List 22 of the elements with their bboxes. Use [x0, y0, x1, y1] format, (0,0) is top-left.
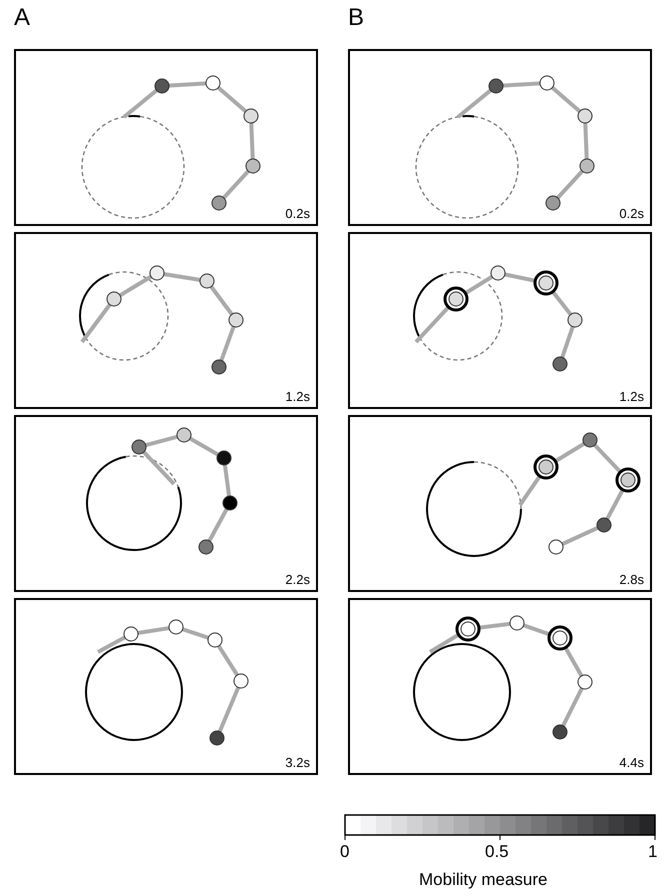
image-panel — [14, 49, 318, 226]
tick-label: 0 — [340, 842, 350, 862]
panel-letter: B — [348, 4, 364, 32]
time-label: 3.2s — [285, 755, 310, 770]
tick-label: 1 — [648, 842, 658, 862]
image-panel — [14, 598, 318, 775]
time-label: 0.2s — [285, 206, 310, 221]
time-label: 4.4s — [619, 755, 644, 770]
time-label: 0.2s — [619, 206, 644, 221]
image-panel — [348, 232, 652, 409]
panel-letter: A — [14, 4, 30, 32]
image-panel — [348, 415, 652, 592]
image-panel — [14, 415, 318, 592]
image-panel — [348, 49, 652, 226]
image-panel — [348, 598, 652, 775]
time-label: 2.8s — [619, 572, 644, 587]
time-label: 1.2s — [619, 389, 644, 404]
time-label: 2.2s — [285, 572, 310, 587]
axis-title: Mobility measure — [419, 870, 548, 890]
tick-label: 0.5 — [485, 842, 509, 862]
image-panel — [14, 232, 318, 409]
time-label: 1.2s — [285, 389, 310, 404]
